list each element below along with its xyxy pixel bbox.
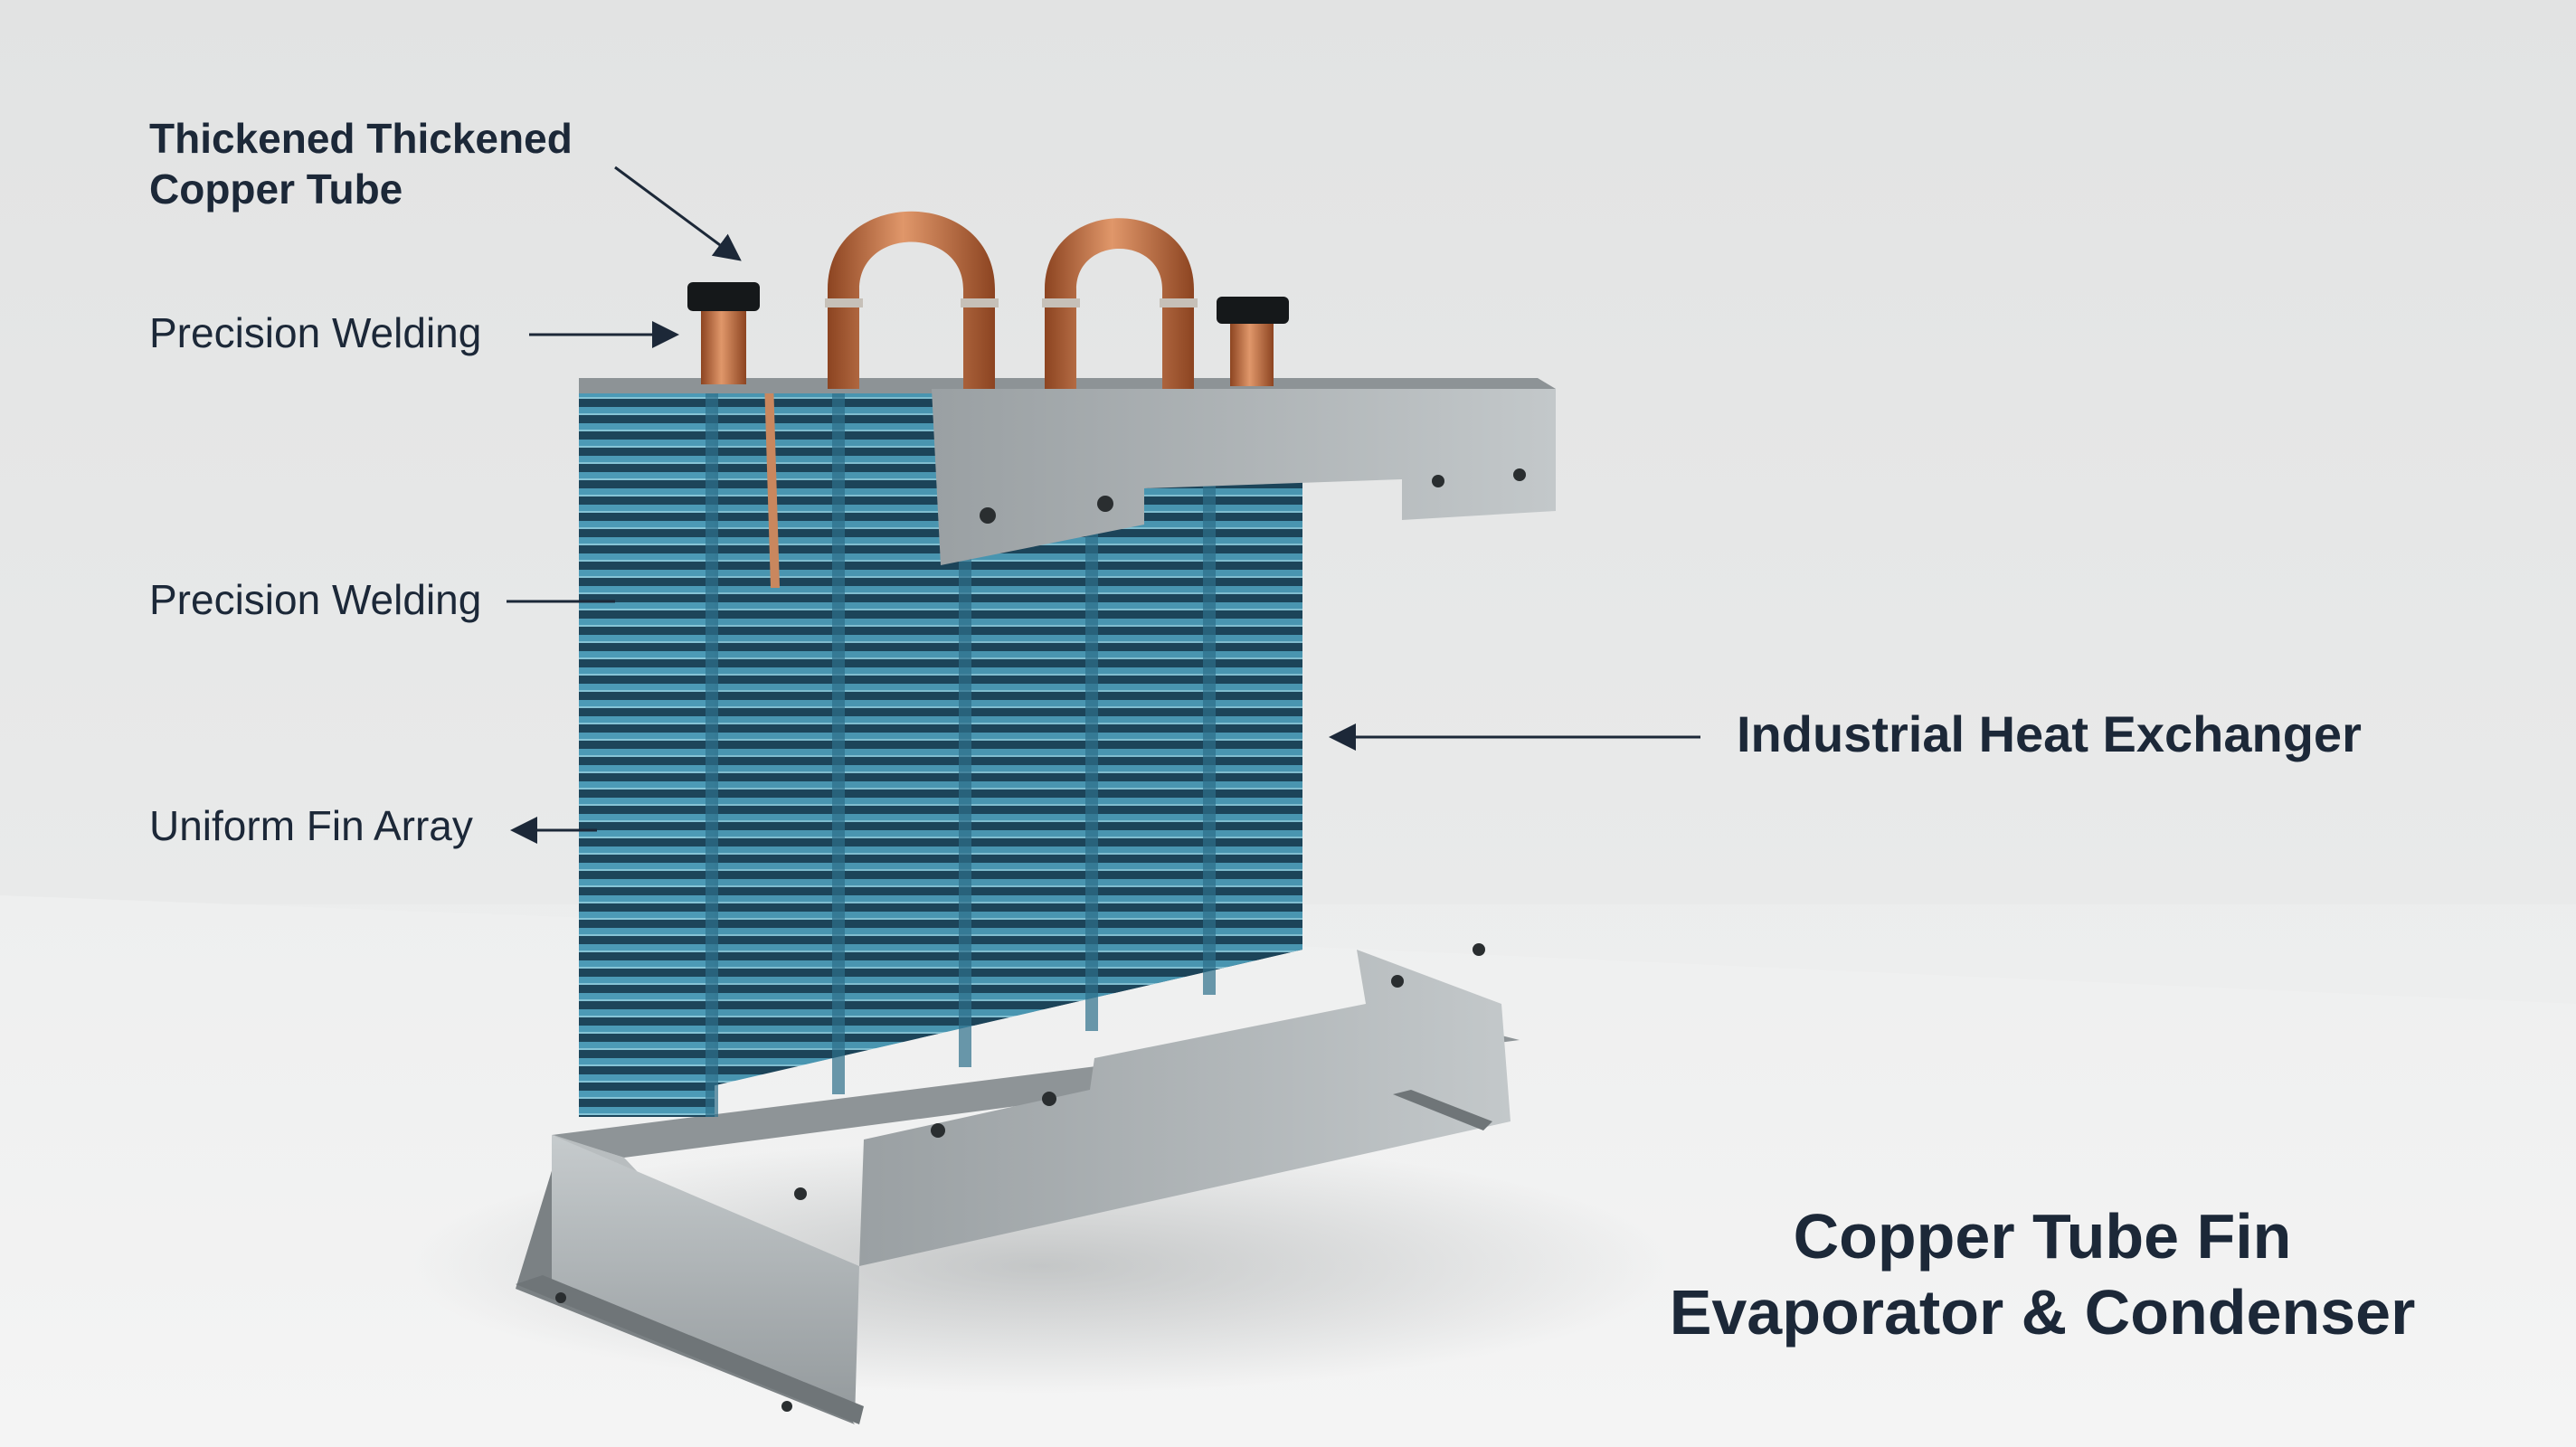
callout-precision-welding-top: Precision Welding [149, 309, 482, 356]
callout-uniform-fin-array: Uniform Fin Array [149, 802, 473, 849]
fin-block [579, 380, 1302, 1117]
copper-tubes [687, 211, 1289, 389]
product-title: Copper Tube Fin Evaporator & Condenser [1635, 1198, 2449, 1350]
callout-precision-welding-middle: Precision Welding [149, 576, 482, 623]
callout-thickened-copper-tube: Thickened Thickened Copper Tube [149, 115, 573, 213]
callout-industrial-heat-exchanger: Industrial Heat Exchanger [1737, 705, 2362, 762]
product-title-line-2: Evaporator & Condenser [1669, 1277, 2416, 1348]
base-tray [516, 943, 1520, 1424]
product-title-line-1: Copper Tube Fin [1793, 1201, 2292, 1272]
